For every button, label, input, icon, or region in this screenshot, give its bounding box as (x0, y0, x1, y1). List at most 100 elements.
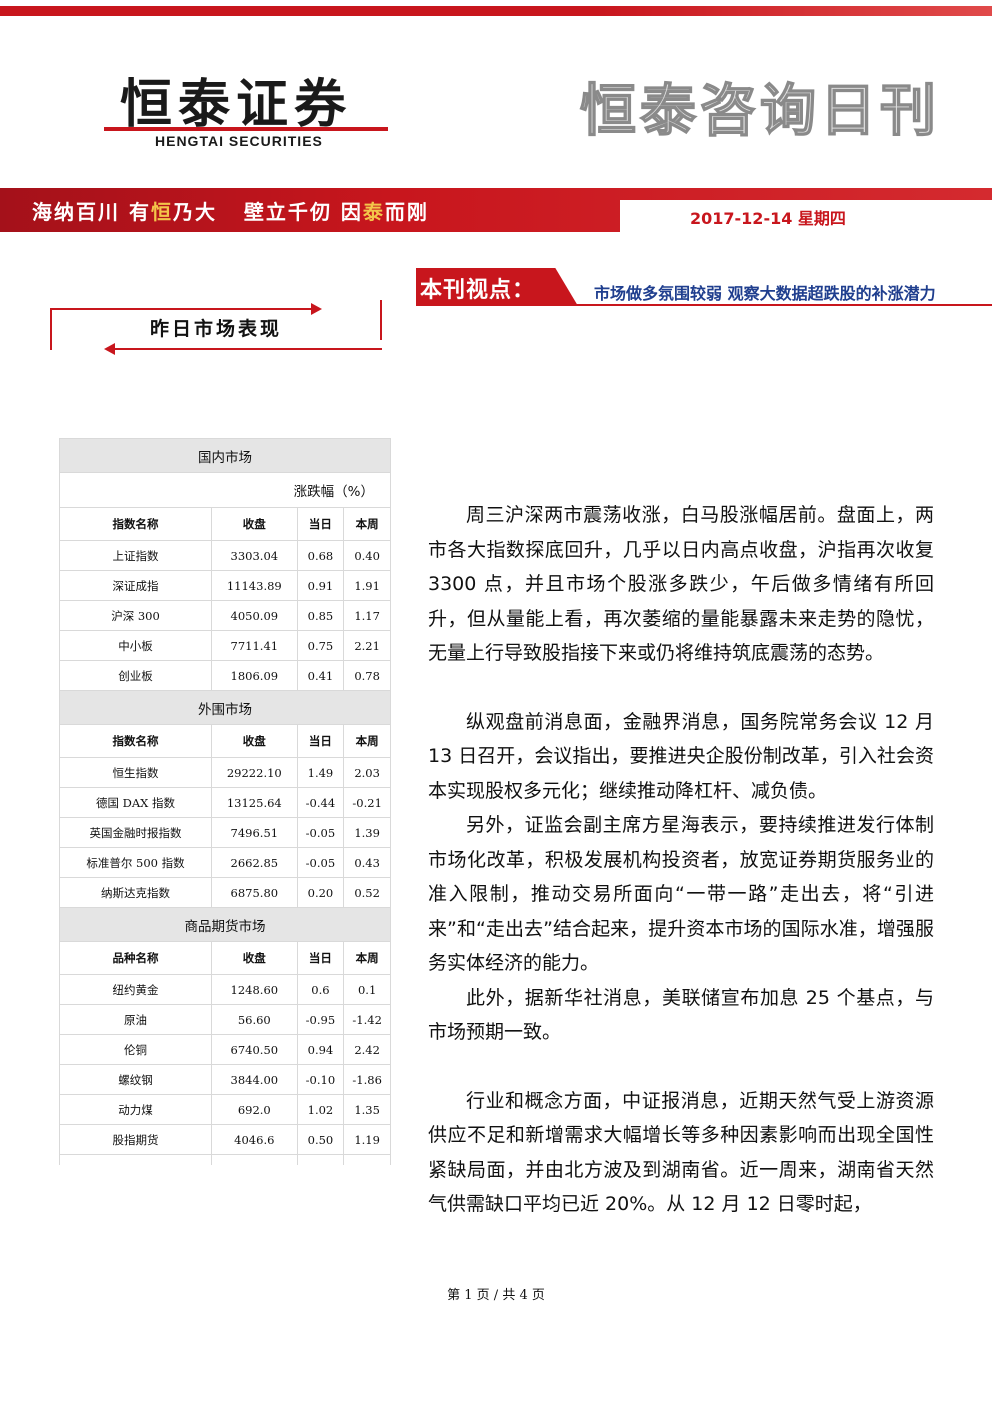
header-cell: 当日 (296, 724, 345, 758)
cell: 29222.10 (211, 757, 298, 788)
cell: 4046.6 (211, 1124, 298, 1155)
header-cell: 本周 (343, 941, 391, 975)
slogan-part: 海纳百川 (32, 200, 120, 224)
slogan: 海纳百川 有恒乃大 壁立千仞 因泰而刚 (32, 196, 429, 225)
cell: 标准普尔 500 指数 (58, 847, 213, 878)
table-header-row: 品种名称 收盘 当日 本周 (58, 941, 391, 975)
table-header-row: 指数名称 收盘 当日 本周 (58, 724, 391, 758)
cell: -1.42 (343, 1004, 391, 1035)
cell: 1806.09 (211, 660, 298, 691)
header-cell: 收盘 (211, 724, 298, 758)
logo-english: HENGTAI SECURITIES (155, 133, 323, 149)
cell: 0.41 (296, 660, 345, 691)
viewpoint-tab (416, 268, 578, 306)
article-paragraph: 周三沪深两市震荡收涨，白马股涨幅居前。盘面上，两市各大指数探底回升，几乎以日内高… (428, 504, 934, 664)
header-cell: 当日 (296, 507, 345, 541)
header-cell: 指数名称 (58, 507, 213, 541)
section-frame (48, 300, 382, 355)
logo-chinese: 恒泰证券 (120, 75, 353, 135)
cell: -0.10 (296, 1064, 345, 1095)
cell: 0.75 (296, 630, 345, 661)
cell: 1.02 (296, 1094, 345, 1125)
logo-underline (104, 127, 388, 131)
header-cell: 品种名称 (58, 941, 213, 975)
cell: 0.85 (296, 600, 345, 631)
cell: 2.03 (343, 757, 391, 788)
cell: 上证指数 (58, 540, 213, 571)
header-cell: 指数名称 (58, 724, 213, 758)
article-paragraph: 另外，证监会副主席方星海表示，要持续推进发行体制市场化改革，积极发展机构投资者，… (428, 814, 934, 974)
cell: 3303.04 (211, 540, 298, 571)
issue-date: 2017-12-14 星期四 (690, 209, 846, 228)
cell: 692.0 (211, 1094, 298, 1125)
cell: 螺纹钢 (58, 1064, 213, 1095)
viewpoint-headline: 市场做多氛围较弱 观察大数据超跌股的补涨潜力 (594, 284, 936, 303)
cell: 2662.85 (211, 847, 298, 878)
cell: 6740.50 (211, 1034, 298, 1065)
viewpoint-label: 本刊视点： (420, 278, 536, 303)
cell: 13125.64 (211, 787, 298, 818)
table-blank-row (58, 1154, 391, 1165)
group-title: 国内市场 (59, 438, 391, 473)
cell: 英国金融时报指数 (58, 817, 213, 848)
cell: 1.91 (343, 570, 391, 601)
slogan-part: 有 (128, 200, 151, 224)
cell: 1.17 (343, 600, 391, 631)
slogan-part: 乃大 (172, 200, 217, 224)
cell: -0.05 (296, 847, 345, 878)
cell: 2.21 (343, 630, 391, 661)
cell: 创业板 (58, 660, 213, 691)
cell: 纽约黄金 (58, 974, 213, 1005)
cell: 0.68 (296, 540, 345, 571)
cell: 0.20 (296, 877, 345, 908)
article-paragraph: 此外，据新华社消息，美联储宣布加息 25 个基点，与市场预期一致。 (428, 986, 934, 1044)
cell: 深证成指 (58, 570, 213, 601)
cell: 0.50 (296, 1124, 345, 1155)
date-box (620, 200, 992, 232)
group-title: 商品期货市场 (59, 907, 391, 942)
cell: 0.6 (296, 974, 345, 1005)
cell: 7711.41 (211, 630, 298, 661)
header-cell: 收盘 (211, 941, 298, 975)
cell: 伦铜 (58, 1034, 213, 1065)
page-number: 第 1 页 / 共 4 页 (447, 1288, 545, 1303)
cell: 0.43 (343, 847, 391, 878)
cell: 0.91 (296, 570, 345, 601)
cell: 1.49 (296, 757, 345, 788)
cell: 4050.09 (211, 600, 298, 631)
slogan-part: 而刚 (384, 200, 429, 224)
article-paragraph: 行业和概念方面，中证报消息，近期天然气受上游资源供应不足和新增需求大幅增长等多种… (428, 1089, 934, 1216)
cell: -0.95 (296, 1004, 345, 1035)
cell: 原油 (58, 1004, 213, 1035)
slogan-highlight: 恒 (150, 200, 173, 224)
cell: 股指期货 (58, 1124, 213, 1155)
cell: 11143.89 (211, 570, 298, 601)
cell: 0.52 (343, 877, 391, 908)
daily-title: 恒泰咨询日刊 (579, 78, 940, 145)
group-title: 外围市场 (59, 690, 391, 725)
header-cell: 当日 (296, 941, 345, 975)
cell: 0.1 (343, 974, 391, 1005)
header-cell: 本周 (343, 724, 391, 758)
section-title: 昨日市场表现 (150, 318, 283, 340)
cell: 7496.51 (211, 817, 298, 848)
cell: -0.44 (296, 787, 345, 818)
cell: 沪深 300 (58, 600, 213, 631)
cell: 恒生指数 (58, 757, 213, 788)
cell: 德国 DAX 指数 (58, 787, 213, 818)
